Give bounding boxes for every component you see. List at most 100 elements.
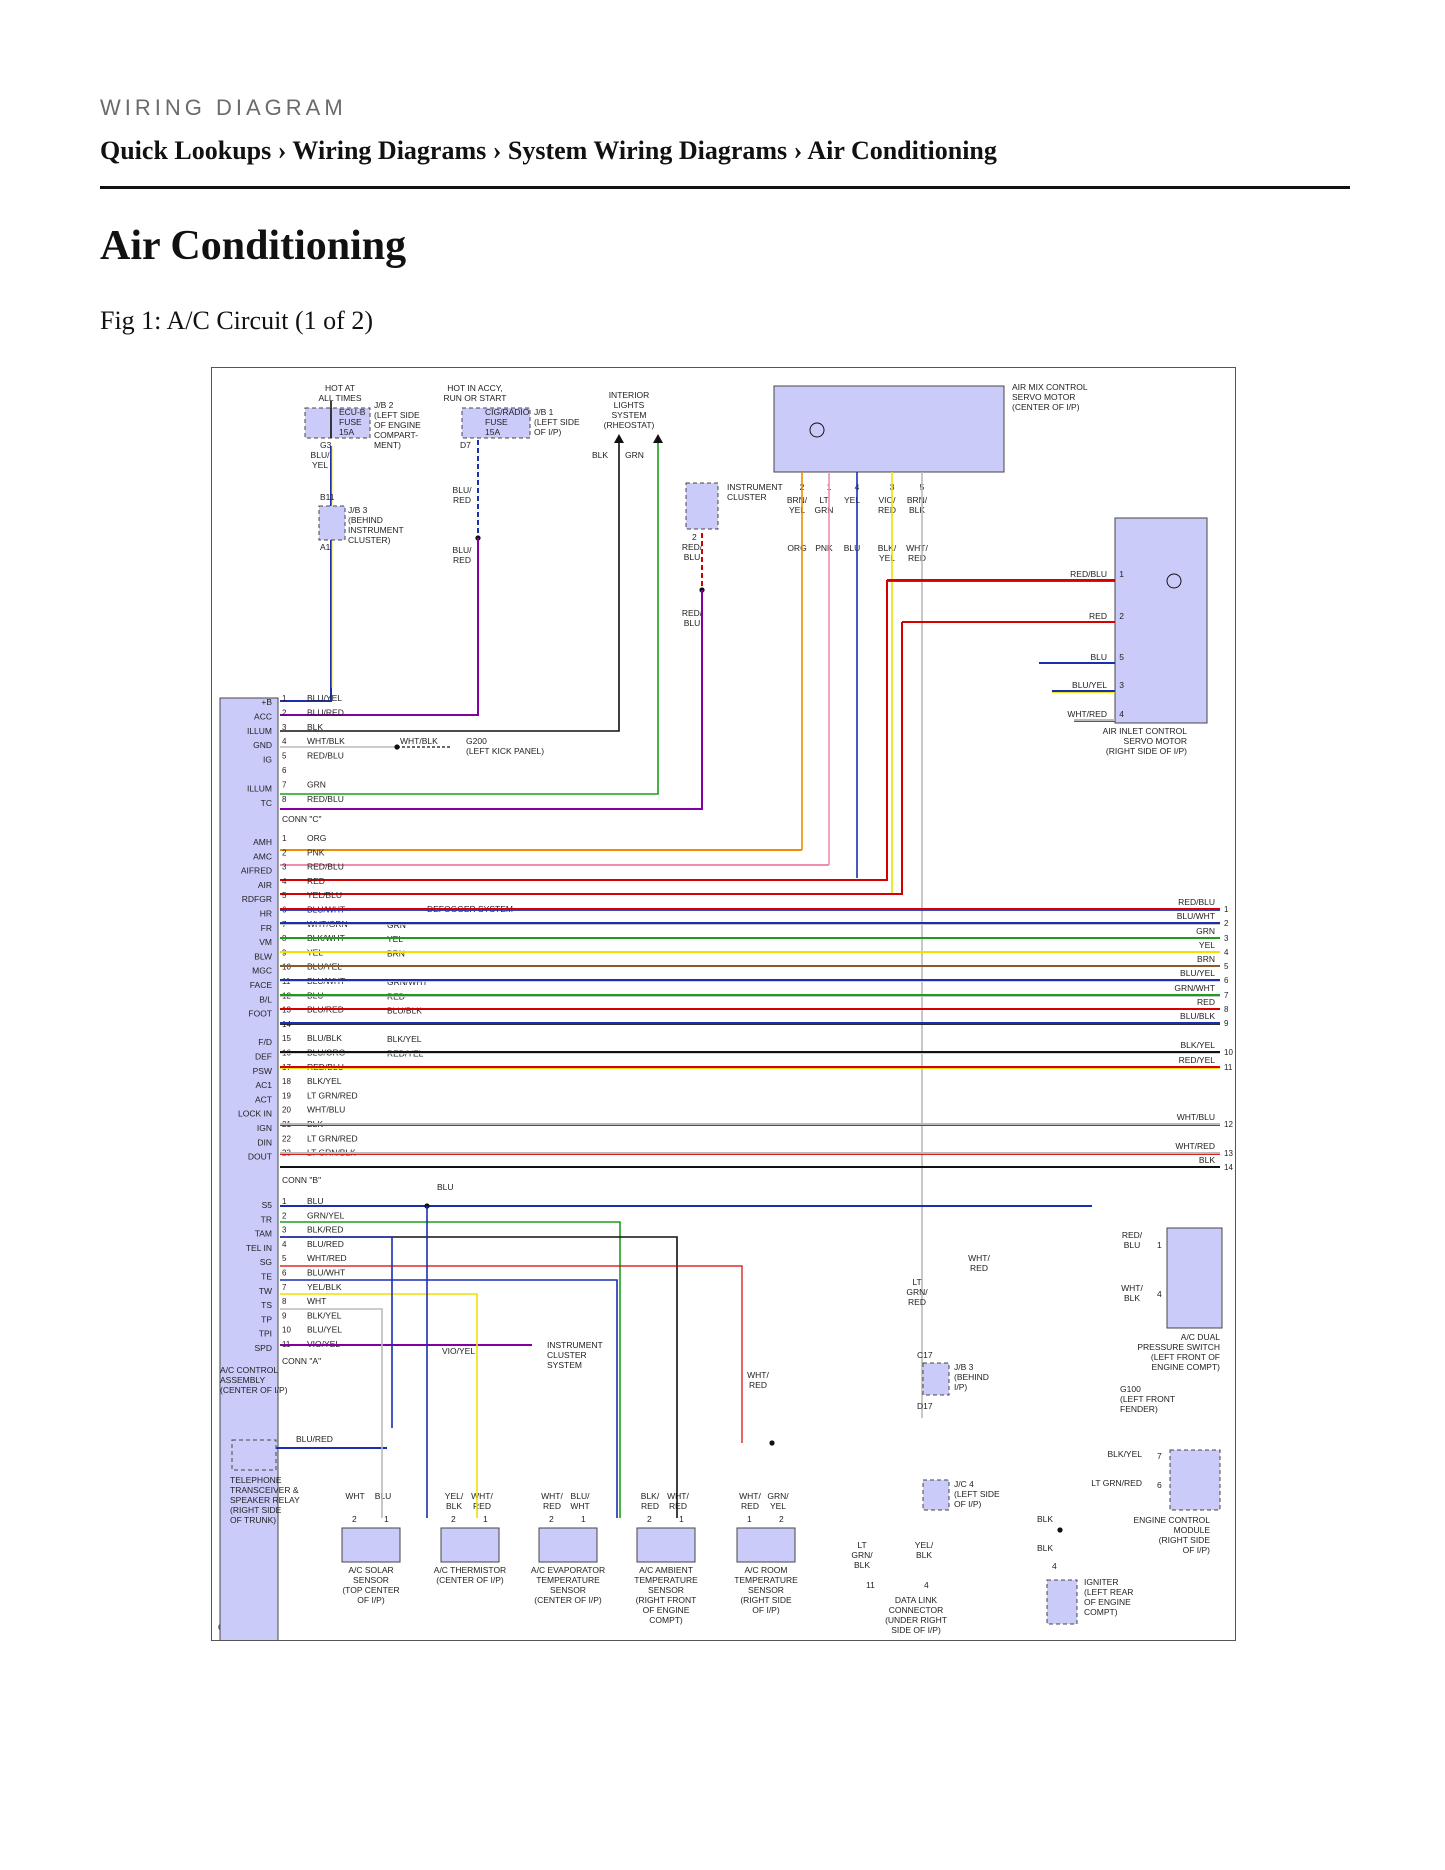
conn-b-terminal: PSW: [253, 1066, 272, 1076]
pin-c17: C17: [917, 1350, 933, 1360]
right-conn-pin: 6: [1224, 976, 1229, 985]
sensor-label: A/C ROOM: [745, 1565, 788, 1575]
sensor-label: A/C THERMISTOR: [434, 1565, 506, 1575]
igniter-pin: 4: [1052, 1561, 1057, 1571]
ecm-pin-6: 6: [1157, 1480, 1162, 1490]
sensor-box: [736, 1527, 796, 1563]
sensor-label: TEMPERATURE: [536, 1575, 600, 1585]
conn-b-wire: BLK/YEL: [307, 1076, 342, 1086]
conn-b-terminal: AMC: [253, 851, 272, 861]
air-inlet-label: AIR INLET CONTROL: [1103, 726, 1188, 736]
dlc-label: CONNECTOR: [889, 1605, 944, 1615]
igniter-label: IGNITER: [1084, 1577, 1118, 1587]
right-conn-pin: 2: [1224, 919, 1229, 928]
conn-c-pin: 4: [282, 737, 287, 746]
jb3-lower-label: (BEHIND: [954, 1372, 989, 1382]
right-conn-pin: 13: [1224, 1149, 1233, 1158]
air-inlet-label: (RIGHT SIDE OF I/P): [1106, 746, 1187, 756]
cluster-wire-label-1: RED/: [682, 542, 703, 552]
pin-g3: G3: [320, 440, 332, 450]
igniter-label: COMPT): [1084, 1607, 1118, 1617]
conn-c-terminal: IG: [263, 755, 272, 765]
conn-b-mid-wire: GRN/WHT: [387, 977, 428, 987]
air-mix-wire-top: VIO/: [878, 495, 896, 505]
instrument-cluster-label: INSTRUMENT: [727, 482, 783, 492]
right-conn-pin: 5: [1224, 962, 1229, 971]
pin-d17: D17: [917, 1401, 933, 1411]
wire-wht: [280, 1308, 383, 1518]
conn-b-pin: 20: [282, 1106, 291, 1115]
ac-control-assembly-box: [219, 697, 279, 1640]
right-conn-wire-label: BLK/YEL: [1181, 1040, 1216, 1050]
wire-wht-red: [280, 1265, 743, 1443]
jb2-fuse-label: FUSE: [339, 417, 362, 427]
sensor-pin-left: 1: [747, 1514, 752, 1524]
igniter-box: [1046, 1579, 1078, 1625]
conn-b-terminal: DOUT: [248, 1152, 272, 1162]
g3-wire-label: YEL: [312, 460, 328, 470]
g100-label: (LEFT FRONT: [1120, 1394, 1175, 1404]
sensor-wire-left: WHT: [345, 1491, 364, 1501]
breadcrumb[interactable]: Quick Lookups › Wiring Diagrams › System…: [100, 136, 997, 165]
air-inlet-pin: 2: [1119, 611, 1124, 621]
right-conn-wire-label: GRN/WHT: [1174, 983, 1215, 993]
wire-blk-red: [280, 1236, 678, 1518]
arrow-blk: [614, 434, 624, 443]
conn-b-pin: 10: [282, 963, 291, 972]
right-conn-pin: 8: [1224, 1005, 1229, 1014]
conn-a-pin: 9: [282, 1311, 287, 1320]
igniter-blk-1: BLK: [1037, 1514, 1053, 1524]
air-inlet-wire-label: RED/BLU: [1070, 569, 1107, 579]
jb2-label: OF ENGINE: [374, 420, 421, 430]
conn-c-pin: 6: [282, 766, 287, 775]
conn-c-pin: 3: [282, 723, 287, 732]
jb2-label: J/B 2: [374, 400, 394, 410]
dlc-label: (UNDER RIGHT: [885, 1615, 947, 1625]
motor-symbol: [809, 422, 825, 438]
d7-wire-label-1: RED: [453, 495, 471, 505]
splice-wire-label: WHT/: [747, 1370, 769, 1380]
air-inlet-servo-box: [1114, 517, 1208, 724]
conn-c-wire: RED/BLU: [307, 751, 344, 761]
sensor-wire-left: WHT/: [541, 1491, 563, 1501]
jb1-heading: RUN OR START: [444, 393, 507, 403]
igniter-label: (LEFT REAR: [1084, 1587, 1133, 1597]
conn-b-terminal: F/D: [258, 1037, 272, 1047]
conn-b-wire: RED: [307, 876, 325, 886]
conn-a-terminal: SG: [260, 1257, 272, 1267]
spd-wire-label: VIO/YEL: [442, 1346, 475, 1356]
conn-b-pin: 4: [282, 877, 287, 886]
spd-target-label: INSTRUMENT: [547, 1340, 603, 1350]
sensor-label: (RIGHT FRONT: [636, 1595, 697, 1605]
conn-a-title: CONN "A": [282, 1356, 321, 1366]
conn-a-terminal: SPD: [255, 1343, 272, 1353]
air-mix-wire-bot: WHT/: [906, 543, 928, 553]
conn-a-pin: 4: [282, 1240, 287, 1249]
igniter-label: OF ENGINE: [1084, 1597, 1131, 1607]
cluster-wire-label-1: BLU: [684, 552, 701, 562]
air-mix-wire-top: LT: [819, 495, 828, 505]
conn-a-wire: BLU/WHT: [307, 1268, 345, 1278]
sensor-wire-right: BLU/: [571, 1491, 591, 1501]
conn-b-title: CONN "B": [282, 1175, 321, 1185]
pin-a1: A1: [320, 542, 331, 552]
cluster-wire-label-2: RED/: [682, 608, 703, 618]
sensor-label: (RIGHT SIDE: [740, 1595, 792, 1605]
right-conn-pin: 1: [1224, 905, 1229, 914]
ac-assembly-label: (CENTER OF I/P): [220, 1385, 288, 1395]
interior-lights-label: SYSTEM: [612, 410, 647, 420]
conn-b-terminal: AC1: [255, 1080, 272, 1090]
right-conn-wire-label: WHT/RED: [1175, 1141, 1215, 1151]
conn-b-wire: LT GRN/RED: [307, 1090, 358, 1100]
conn-a-wire: YEL/BLK: [307, 1282, 342, 1292]
conn-b-terminal: AIFRED: [241, 866, 272, 876]
pressure-switch-label: ENGINE COMPT): [1152, 1362, 1221, 1372]
sensor-wire-left: RED: [741, 1501, 759, 1511]
sensor-box: [636, 1527, 696, 1563]
page-title: Air Conditioning: [100, 223, 407, 269]
conn-c-terminal: ILLUM: [247, 726, 272, 736]
telephone-label: TRANSCEIVER &: [230, 1485, 299, 1495]
jb2-heading: HOT AT: [325, 383, 355, 393]
g200-label: G200: [466, 736, 487, 746]
conn-c-wire: RED/BLU: [307, 794, 344, 804]
